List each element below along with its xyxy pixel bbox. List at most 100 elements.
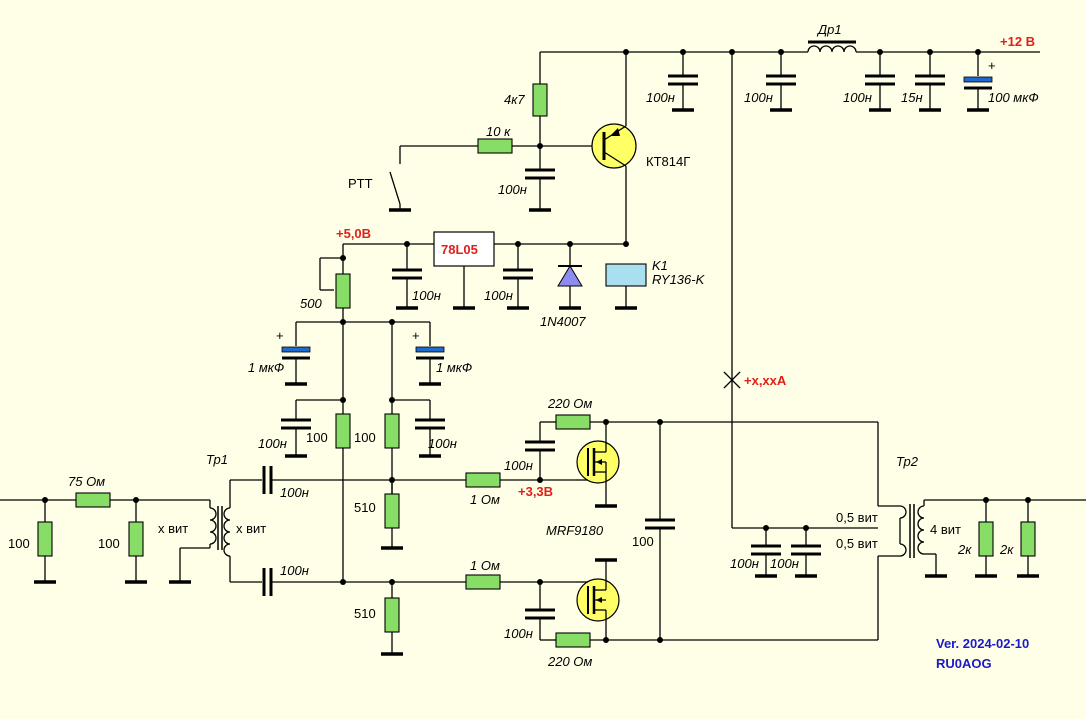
- mosfet-label: MRF9180: [546, 523, 604, 538]
- transistor-label: КТ814Г: [646, 154, 690, 169]
- resistor-label-220: 220 Ом: [547, 396, 592, 411]
- cap-label: 100н: [730, 556, 759, 571]
- tp2-half-turn-a: 0,5 вит: [836, 510, 878, 525]
- resistor-label-100: 100: [98, 536, 120, 551]
- capacitor-icon: [262, 568, 466, 596]
- relay-coil-icon: [605, 263, 647, 310]
- cap-label: 100н: [843, 90, 872, 105]
- capacitor-icon: [392, 244, 422, 310]
- capacitor-icon: [915, 52, 945, 112]
- mosfet-bottom-icon: [576, 558, 620, 640]
- ptt-label: PTT: [348, 176, 373, 191]
- resistor-label-75: 75 Ом: [68, 474, 105, 489]
- tp1-label: Тр1: [206, 452, 228, 467]
- transformer-tr2-icon: [732, 422, 1086, 640]
- choke-label: Др1: [816, 22, 842, 37]
- svg-text:+: +: [412, 328, 420, 343]
- resistor-100-a: [335, 413, 351, 449]
- cap-label-100u: 100 мкФ: [988, 90, 1039, 105]
- input-line: [0, 497, 211, 508]
- choke-dr1: Др1: [807, 22, 857, 53]
- resistor-label-10k: 10 к: [486, 124, 511, 139]
- tp1-primary-turns: х вит: [158, 521, 188, 536]
- pnp-transistor-icon: [591, 122, 637, 244]
- cap-label: 15н: [901, 90, 923, 105]
- cap-label: 100н: [258, 436, 287, 451]
- relay-name: K1: [652, 258, 668, 273]
- resistor-label-510: 510: [354, 500, 376, 515]
- resistor-label-100: 100: [8, 536, 30, 551]
- resistor-label-510: 510: [354, 606, 376, 621]
- capacitor-icon: [865, 52, 895, 112]
- capacitor-icon: [751, 528, 781, 578]
- resistor-label-1: 1 Ом: [470, 558, 500, 573]
- supply-label: +12 В: [1000, 34, 1035, 49]
- author-label: RU0AOG: [936, 656, 992, 671]
- capacitor-icon: [262, 466, 466, 494]
- resistor-100-in-a: [34, 500, 56, 584]
- cap-label: 100н: [646, 90, 675, 105]
- resistor-75: [75, 492, 111, 508]
- capacitor-icon: [766, 52, 796, 112]
- resistor-510-b: [381, 582, 403, 656]
- cap-label: 100н: [498, 182, 527, 197]
- capacitor-icon: [645, 422, 675, 640]
- feedback-rc-top: [525, 414, 878, 480]
- regulator-78l05: 78L05: [433, 231, 495, 310]
- v5-label: +5,0В: [336, 226, 371, 241]
- tp1-secondary-turns: х вит: [236, 521, 266, 536]
- feedback-rc-bottom: [525, 582, 878, 648]
- resistor-label-100: 100: [354, 430, 376, 445]
- cap-label-1u: 1 мкФ: [436, 360, 472, 375]
- cap-label-100: 100: [632, 534, 654, 549]
- cap-label: 100н: [770, 556, 799, 571]
- current-measure-point: [723, 371, 741, 389]
- mosfet-top-icon: [576, 422, 620, 508]
- electrolytic-capacitor-icon: +: [963, 52, 996, 112]
- resistor-label-2k: 2к: [999, 542, 1014, 557]
- resistor-label-100: 100: [306, 430, 328, 445]
- electrolytic-capacitor-icon: +: [412, 322, 445, 386]
- resistor-10k: [477, 138, 596, 154]
- resistor-100-b: [384, 413, 400, 494]
- tp2-label: Тр2: [896, 454, 919, 469]
- version-label: Ver. 2024-02-10: [936, 636, 1029, 651]
- resistor-2k-b: [1017, 500, 1039, 578]
- ptt-switch-icon: [389, 145, 478, 212]
- diode-label: 1N4007: [540, 314, 586, 329]
- capacitor-icon: [668, 52, 698, 112]
- cap-label: 100н: [412, 288, 441, 303]
- resistor-label-2k: 2к: [957, 542, 972, 557]
- cap-label: 100н: [504, 626, 533, 641]
- regulator-label: 78L05: [441, 242, 478, 257]
- cap-label: 100н: [280, 563, 309, 578]
- cap-label: 100н: [744, 90, 773, 105]
- cap-label: 100н: [280, 485, 309, 500]
- resistor-510-a: [381, 480, 403, 550]
- resistor-label-1: 1 Ом: [470, 492, 500, 507]
- svg-text:+: +: [988, 58, 996, 73]
- resistor-2k-a: [975, 500, 997, 578]
- transformer-tr1-icon: [169, 479, 262, 584]
- resistor-label-220: 220 Ом: [547, 654, 592, 669]
- cap-label-1u: 1 мкФ: [248, 360, 284, 375]
- resistor-4k7: [532, 83, 548, 146]
- cap-label: 100н: [484, 288, 513, 303]
- relay-type: RY136-K: [652, 272, 706, 287]
- electrolytic-capacitor-icon: +: [276, 322, 311, 386]
- tp2-half-turn-b: 0,5 вит: [836, 536, 878, 551]
- capacitor-icon: [525, 146, 555, 212]
- pot-label: 500: [300, 296, 322, 311]
- resistor-label-4k7: 4к7: [504, 92, 525, 107]
- capacitor-icon: [791, 528, 821, 578]
- cap-label: 100н: [504, 458, 533, 473]
- svg-text:+: +: [276, 328, 284, 343]
- resistor-1-b: [465, 574, 576, 590]
- v33-label: +3,3В: [518, 484, 553, 499]
- diode-icon: [557, 244, 583, 310]
- capacitor-icon: [281, 399, 343, 458]
- capacitor-icon: [503, 244, 533, 310]
- tp2-secondary-turns: 4 вит: [930, 522, 961, 537]
- resistor-100-in-b: [125, 500, 147, 584]
